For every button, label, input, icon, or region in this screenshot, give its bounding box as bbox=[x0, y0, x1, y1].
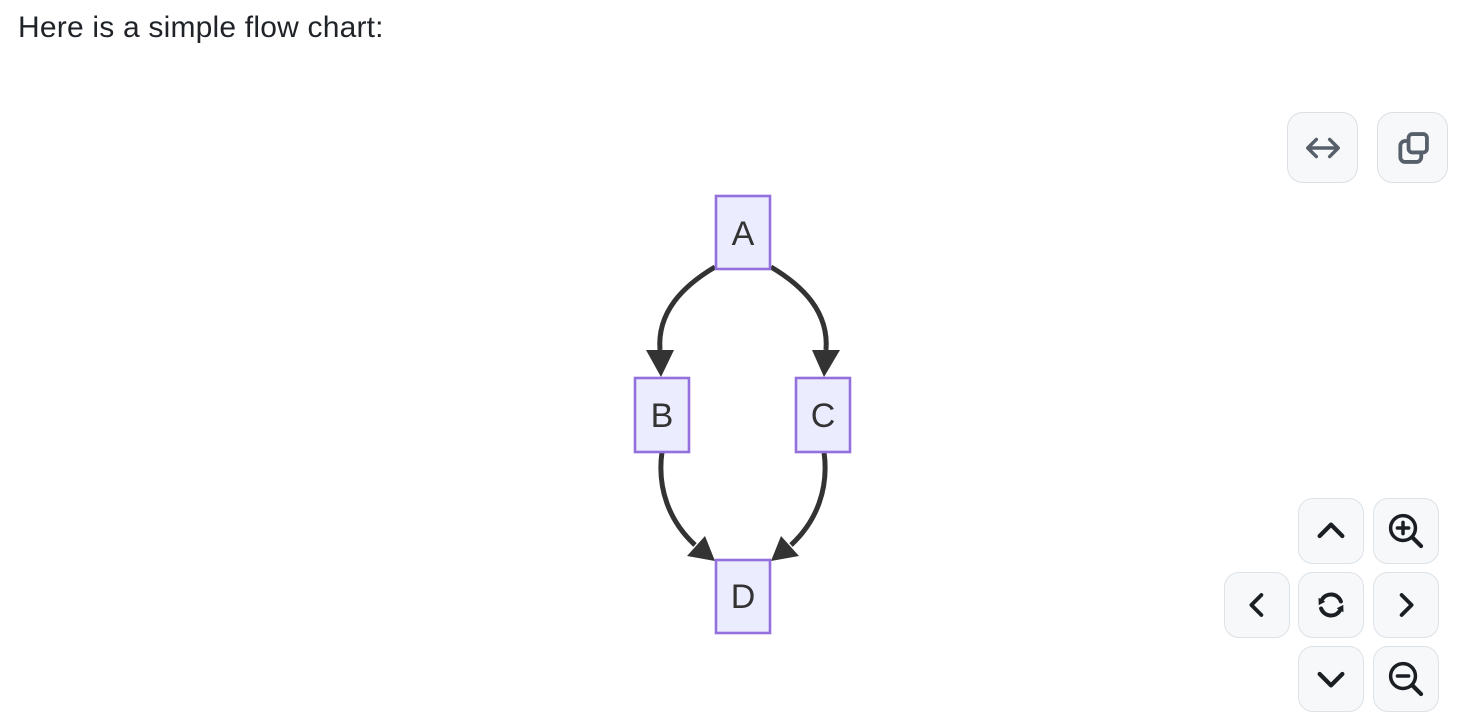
node-b-label: B bbox=[651, 397, 674, 435]
node-c-label: C bbox=[811, 397, 836, 435]
expand-width-button[interactable] bbox=[1287, 112, 1358, 183]
arrowhead-icon bbox=[771, 536, 799, 561]
arrowhead-icon bbox=[646, 350, 674, 377]
zoom-out-button[interactable] bbox=[1373, 646, 1439, 712]
edge-b-d-path bbox=[658, 451, 697, 547]
intro-text: Here is a simple flow chart: bbox=[18, 11, 384, 44]
zoom-out-icon bbox=[1388, 661, 1424, 697]
node-a-label: A bbox=[732, 215, 755, 253]
chevron-up-icon bbox=[1317, 522, 1345, 539]
reset-view-button[interactable] bbox=[1298, 572, 1364, 638]
edge-c-d bbox=[771, 451, 828, 561]
node-d: D bbox=[714, 558, 772, 635]
arrowhead-icon bbox=[812, 350, 840, 377]
node-d-label: D bbox=[731, 578, 756, 616]
node-a-box bbox=[714, 194, 772, 271]
pan-left-button[interactable] bbox=[1224, 572, 1290, 638]
edge-a-c-path bbox=[769, 264, 829, 351]
edge-a-c bbox=[769, 264, 840, 377]
node-a: A bbox=[714, 194, 772, 271]
chevron-left-icon bbox=[1249, 593, 1264, 617]
copy-icon bbox=[1397, 131, 1429, 164]
reset-sync-icon bbox=[1318, 592, 1344, 618]
node-d-box bbox=[714, 558, 772, 635]
node-c-box bbox=[794, 376, 852, 454]
pan-right-button[interactable] bbox=[1373, 572, 1439, 638]
edge-a-b bbox=[646, 264, 717, 377]
arrowhead-icon bbox=[687, 536, 715, 561]
node-b: B bbox=[633, 376, 691, 454]
chevron-right-icon bbox=[1399, 593, 1414, 617]
chevron-down-icon bbox=[1317, 671, 1345, 688]
node-b-box bbox=[633, 376, 691, 454]
zoom-in-icon bbox=[1388, 513, 1424, 549]
edge-c-d-path bbox=[789, 451, 828, 547]
horizontal-arrows-icon bbox=[1305, 137, 1340, 158]
pan-up-button[interactable] bbox=[1298, 498, 1364, 564]
pan-down-button[interactable] bbox=[1298, 646, 1364, 712]
node-c: C bbox=[794, 376, 852, 454]
edge-a-b-path bbox=[657, 264, 717, 351]
copy-button[interactable] bbox=[1377, 112, 1448, 183]
zoom-in-button[interactable] bbox=[1373, 498, 1439, 564]
edge-b-d bbox=[658, 451, 715, 561]
